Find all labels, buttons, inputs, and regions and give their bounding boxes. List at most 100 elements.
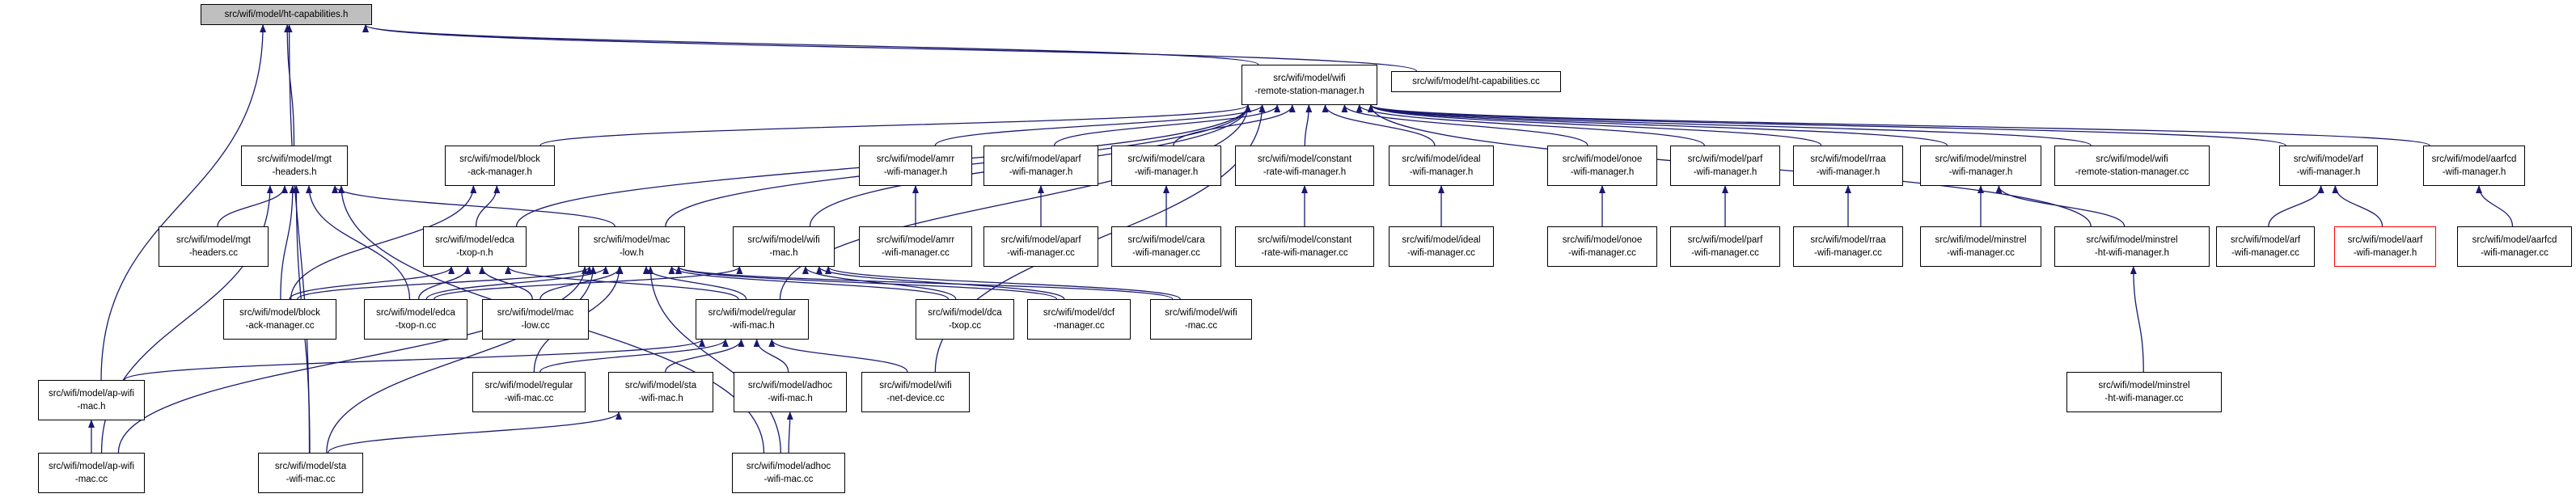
node-label-line: -wifi-mac.h [638, 394, 683, 403]
node-label-line: src/wifi/model/amrr [876, 154, 955, 164]
remote-station-manager-source-node[interactable]: src/wifi/model/wifi-remote-station-manag… [2054, 146, 2210, 186]
node-label-line: src/wifi/model/regular [708, 308, 797, 318]
arf-manager-source-node[interactable]: src/wifi/model/arf-wifi-manager.cc [2216, 226, 2315, 267]
wifi-net-device-source-node[interactable]: src/wifi/model/wifi-net-device.cc [861, 372, 970, 412]
edge-adhoch-to-regh [753, 339, 789, 373]
node-label-line: -wifi-mac.h [768, 394, 813, 403]
mac-low-header-node[interactable]: src/wifi/model/mac -low.h [578, 226, 685, 267]
aparf-manager-source-node[interactable]: src/wifi/model/aparf-wifi-manager.cc [983, 226, 1098, 267]
node-label-line: -wifi-manager.h [1693, 167, 1758, 177]
edge-arfcc-to-arf [2268, 185, 2324, 227]
node-label-line: -rate-wifi-manager.h [1263, 167, 1347, 177]
edge-stacc-to-maclowh [326, 266, 597, 454]
node-label-line: src/wifi/model/mac [593, 235, 670, 245]
edge-adhoccc-to-maclowh [647, 266, 781, 454]
edca-txop-header-node[interactable]: src/wifi/model/edca-txop-n.h [423, 226, 527, 267]
edge-regcc-to-regh [539, 339, 729, 373]
edge-aparf-to-rsm [1053, 104, 1281, 146]
edge-bamcc-to-edcah [289, 266, 455, 300]
node-label-line: src/wifi/model/ap-wifi [48, 462, 135, 471]
parf-manager-header-node[interactable]: src/wifi/model/parf -wifi-manager.h [1670, 146, 1780, 186]
minstrel-manager-header-node[interactable]: src/wifi/model/minstrel-wifi-manager.h [1920, 146, 2041, 186]
edca-txop-source-node[interactable]: src/wifi/model/edca-txop-n.cc [364, 299, 467, 340]
ap-wifi-mac-source-node[interactable]: src/wifi/model/ap-wifi-mac.cc [38, 453, 145, 493]
node-label-line: -ack-manager.cc [245, 321, 315, 331]
node-label-line: src/wifi/model/aparf [1000, 235, 1081, 245]
node-label-line: -manager.cc [1053, 321, 1105, 331]
edge-bamcc-to-maclowh [297, 266, 593, 300]
node-label-line: src/wifi/model/mac [497, 308, 574, 318]
regular-wifi-mac-header-node[interactable]: src/wifi/model/regular-wifi-mac.h [696, 299, 809, 340]
node-label-line: src/wifi/model/regular [484, 381, 573, 390]
sta-wifi-mac-source-node[interactable]: src/wifi/model/sta-wifi-mac.cc [258, 453, 363, 493]
node-label-line: -wifi-manager.h [883, 167, 948, 177]
ht-capabilities-header-node[interactable]: src/wifi/model/ht-capabilities.h [201, 4, 372, 25]
node-label-line: src/wifi/model/rraa [1810, 235, 1886, 245]
edge-arf-to-rsm [1368, 104, 2286, 146]
minstrel-ht-manager-source-node[interactable]: src/wifi/model/minstrel-ht-wifi-manager.… [2066, 372, 2222, 412]
ideal-manager-header-node[interactable]: src/wifi/model/ideal-wifi-manager.h [1389, 146, 1494, 186]
node-label-line: -wifi-manager.h [1134, 167, 1199, 177]
constant-rate-manager-source-node[interactable]: src/wifi/model/constant-rate-wifi-manage… [1235, 226, 1374, 267]
aarf-manager-header-node[interactable]: src/wifi/model/aarf-wifi-manager.h [2334, 226, 2436, 267]
edge-edcah-to-bam [475, 185, 501, 227]
node-label-line: src/wifi/model/rraa [1810, 154, 1886, 164]
amrr-manager-source-node[interactable]: src/wifi/model/amrr-wifi-manager.cc [859, 226, 972, 267]
ht-capabilities-source-node[interactable]: src/wifi/model/ht-capabilities.cc [1391, 71, 1561, 92]
node-label-line: -headers.h [272, 167, 317, 177]
ap-wifi-mac-header-node[interactable]: src/wifi/model/ap-wifi-mac.h [38, 380, 145, 420]
adhoc-wifi-mac-header-node[interactable]: src/wifi/model/adhoc-wifi-mac.h [734, 372, 847, 412]
mgt-headers-source-node[interactable]: src/wifi/model/mgt-headers.cc [159, 226, 269, 267]
parf-manager-source-node[interactable]: src/wifi/model/parf-wifi-manager.cc [1670, 226, 1780, 267]
node-label-line: src/wifi/model/minstrel [2086, 235, 2178, 245]
node-label-line: -rate-wifi-manager.cc [1261, 248, 1348, 258]
rraa-manager-source-node[interactable]: src/wifi/model/rraa-wifi-manager.cc [1793, 226, 1903, 267]
node-label-line: src/wifi/model/aarfcd [2472, 235, 2557, 245]
minstrel-ht-manager-header-node[interactable]: src/wifi/model/minstrel-ht-wifi-manager.… [2054, 226, 2210, 267]
wifi-mac-source-node[interactable]: src/wifi/model/wifi-mac.cc [1150, 299, 1252, 340]
arf-manager-header-node[interactable]: src/wifi/model/arf-wifi-manager.h [2279, 146, 2378, 186]
edge-aarfcd-to-rsm [1368, 104, 2430, 146]
edge-cara-to-rsm [1173, 104, 1296, 146]
block-ack-manager-header-node[interactable]: src/wifi/model/block-ack-manager.h [445, 146, 555, 186]
node-label-line: src/wifi/model/ht-capabilities.cc [1412, 77, 1540, 87]
node-label-line: -txop-n.cc [395, 321, 437, 331]
edge-wifimaccc-to-wifimach [825, 266, 1181, 300]
edge-stah-to-regh [665, 339, 745, 373]
node-label-line: -mac.cc [1184, 321, 1218, 331]
constant-rate-manager-header-node[interactable]: src/wifi/model/constant-rate-wifi-manage… [1235, 146, 1374, 186]
cara-manager-header-node[interactable]: src/wifi/model/cara-wifi-manager.h [1111, 146, 1221, 186]
remote-station-manager-header-node[interactable]: src/wifi/model/wifi-remote-station-manag… [1241, 65, 1377, 105]
rraa-manager-header-node[interactable]: src/wifi/model/rraa-wifi-manager.h [1793, 146, 1903, 186]
regular-wifi-mac-source-node[interactable]: src/wifi/model/regular -wifi-mac.cc [472, 372, 586, 412]
edge-aph-to-regh [124, 339, 705, 381]
mgt-headers-header-node[interactable]: src/wifi/model/mgt-headers.h [241, 146, 348, 186]
node-label-line: -mac.h [769, 248, 798, 258]
wifi-mac-header-node[interactable]: src/wifi/model/wifi-mac.h [733, 226, 835, 267]
ideal-manager-source-node[interactable]: src/wifi/model/ideal-wifi-manager.cc [1389, 226, 1494, 267]
amrr-manager-header-node[interactable]: src/wifi/model/amrr -wifi-manager.h [859, 146, 972, 186]
aarfcd-manager-source-node[interactable]: src/wifi/model/aarfcd -wifi-manager.cc [2457, 226, 2572, 267]
node-label-line: src/wifi/model/parf [1687, 154, 1763, 164]
onoe-manager-source-node[interactable]: src/wifi/model/onoe-wifi-manager.cc [1547, 226, 1657, 267]
node-label-line: src/wifi/model/minstrel [1935, 154, 2027, 164]
node-label-line: src/wifi/model/cara [1127, 235, 1205, 245]
node-label-line: -low.h [619, 248, 645, 258]
minstrel-manager-source-node[interactable]: src/wifi/model/minstrel-wifi-manager.cc [1920, 226, 2041, 267]
dca-txop-source-node[interactable]: src/wifi/model/dca-txop.cc [916, 299, 1014, 340]
onoe-manager-header-node[interactable]: src/wifi/model/onoe-wifi-manager.h [1547, 146, 1657, 186]
edge-netdev-to-regh [768, 339, 908, 373]
edge-maclowcc-to-edcah [479, 266, 533, 300]
dcf-manager-source-node[interactable]: src/wifi/model/dcf-manager.cc [1027, 299, 1131, 340]
block-ack-manager-source-node[interactable]: src/wifi/model/block-ack-manager.cc [223, 299, 336, 340]
node-label-line: -wifi-manager.cc [2481, 248, 2549, 258]
edge-adhoccc-to-adhoch [786, 411, 793, 454]
mac-low-source-node[interactable]: src/wifi/model/mac-low.cc [482, 299, 589, 340]
edge-crate-to-rsm [1304, 104, 1313, 146]
aarfcd-manager-header-node[interactable]: src/wifi/model/aarfcd-wifi-manager.h [2423, 146, 2525, 186]
sta-wifi-mac-header-node[interactable]: src/wifi/model/sta-wifi-mac.h [608, 372, 713, 412]
cara-manager-source-node[interactable]: src/wifi/model/cara-wifi-manager.cc [1111, 226, 1221, 267]
aparf-manager-header-node[interactable]: src/wifi/model/aparf-wifi-manager.h [983, 146, 1098, 186]
node-label-line: -wifi-mac.cc [504, 394, 554, 403]
adhoc-wifi-mac-source-node[interactable]: src/wifi/model/adhoc-wifi-mac.cc [732, 453, 845, 493]
